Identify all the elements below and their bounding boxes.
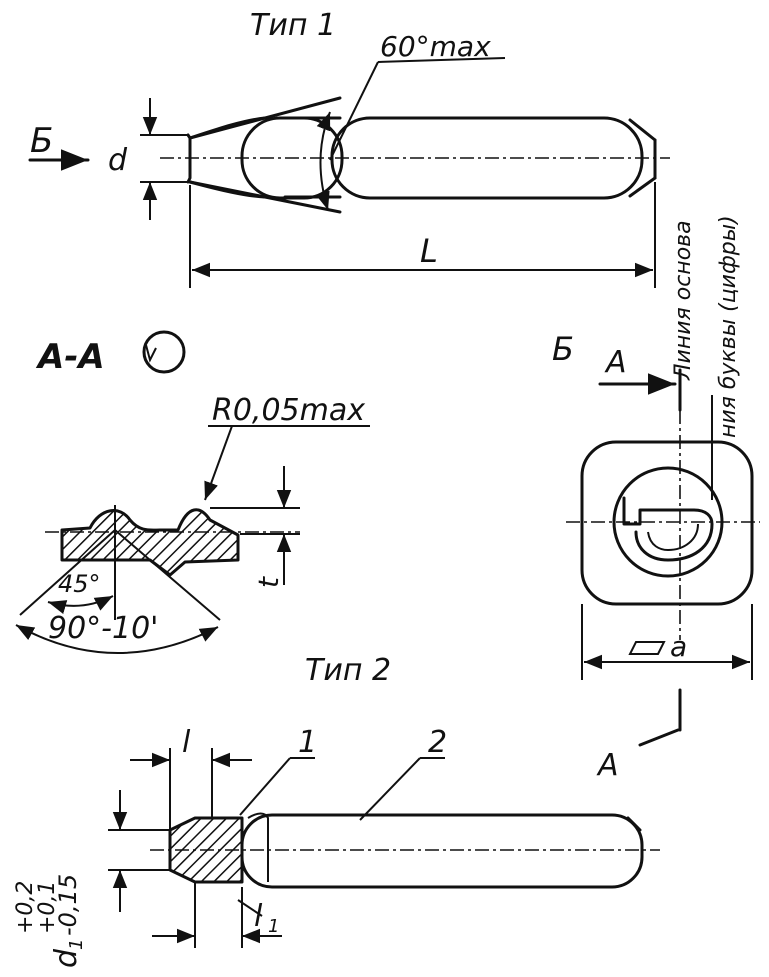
section-profile xyxy=(60,508,240,577)
baseline-note-1: Линия основа xyxy=(671,220,696,381)
view-b: Б А Линия основа ния буквы (цифры) a А xyxy=(552,215,760,783)
d1-tolerance-2: +0,1 xyxy=(35,881,60,934)
type2-view: Тип 2 1 2 l l 1 d xyxy=(13,653,660,968)
cut-a-top-label: А xyxy=(604,345,627,380)
angle-90-label: 90°-10' xyxy=(48,611,158,646)
angle-45-label: 45° xyxy=(58,570,101,598)
callout-2: 2 xyxy=(428,725,447,760)
t-label: t xyxy=(252,576,285,588)
section-title: А-А xyxy=(35,337,105,377)
angle-45-arc xyxy=(47,595,114,614)
letter-glyph-inner xyxy=(647,523,699,552)
rotation-arrow-icon xyxy=(145,344,157,363)
body-part-2 xyxy=(240,813,644,889)
radius-leader xyxy=(204,425,233,501)
d1-label: d xyxy=(49,948,84,968)
baseline-note-2: ния буквы (цифры) xyxy=(716,215,741,438)
angle-label-underline xyxy=(377,57,506,63)
a-label: a xyxy=(670,630,687,663)
callout-1: 1 xyxy=(298,725,317,760)
chamfer-top xyxy=(188,116,267,140)
angle-leader xyxy=(329,61,379,161)
d1-tolerance-3: -0,15 xyxy=(54,874,82,936)
type1-view: Тип 1 60°max Б d xyxy=(28,8,670,288)
callout-2-leader xyxy=(359,757,421,821)
body-neck xyxy=(247,812,269,882)
cut-a-bottom-label: А xyxy=(596,748,619,783)
l1-leader xyxy=(237,899,263,917)
letter-glyph xyxy=(622,496,714,562)
rotated-view-icon xyxy=(142,330,186,374)
angle-ray-left xyxy=(19,529,116,616)
section-a-a: А-А R0,05max t 45° 90°-10' xyxy=(15,330,370,654)
d1-tolerance-1: +0,2 xyxy=(13,881,38,934)
view-b-title: Б xyxy=(552,330,574,368)
radius-label: R0,05max xyxy=(212,393,365,428)
type1-title: Тип 1 xyxy=(250,8,336,43)
l1-label: l xyxy=(254,899,263,934)
d1-subscript: 1 xyxy=(66,939,87,950)
chamfer-bottom xyxy=(188,180,267,199)
head-chamfer-top xyxy=(628,118,657,142)
square-symbol-icon xyxy=(628,641,666,655)
head-chamfer-bottom xyxy=(628,176,657,198)
callout-1-leader xyxy=(239,757,291,816)
stamp-head-square xyxy=(580,440,754,606)
L-label: L xyxy=(420,232,438,270)
view-b-arrow-label: Б xyxy=(30,121,53,161)
l-label: l xyxy=(182,725,191,760)
type2-head-chamfer xyxy=(626,816,642,832)
angle-ray-right xyxy=(114,529,221,621)
d1-label-group: d 1 -0,15 +0,1 +0,2 xyxy=(13,874,87,968)
type2-title: Тип 2 xyxy=(305,653,391,688)
d-label: d xyxy=(108,143,128,178)
cut-a-bottom-arrow xyxy=(638,728,680,747)
l1-subscript: 1 xyxy=(268,916,279,937)
angle-90-arc xyxy=(15,624,219,654)
angle-60-label: 60°max xyxy=(380,30,491,63)
angle-arc xyxy=(315,111,331,211)
